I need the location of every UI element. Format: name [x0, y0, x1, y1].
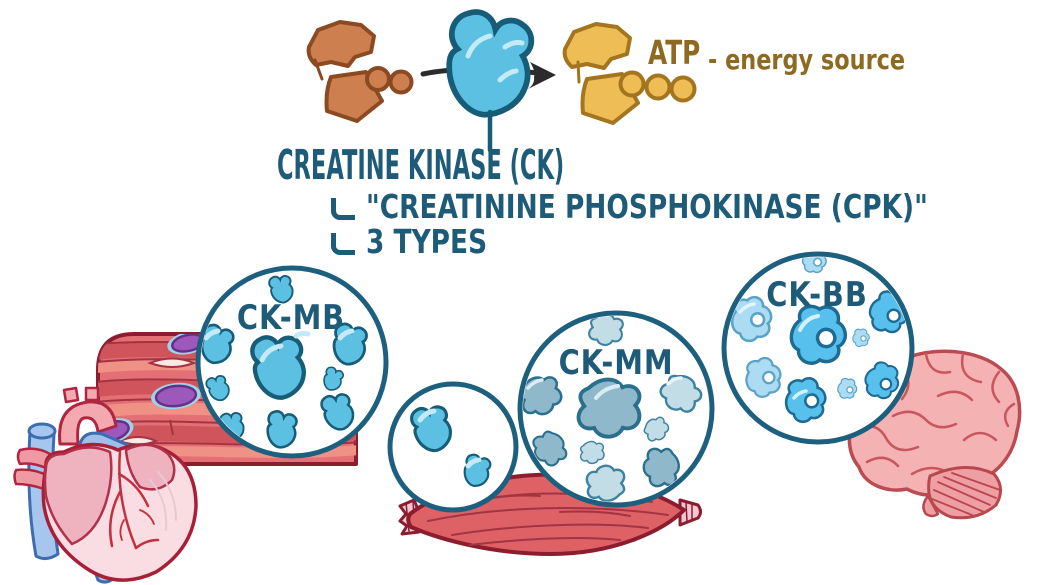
heart-icon: [13, 386, 198, 584]
ck-bb-lens: [721, 251, 915, 445]
enzyme-blob-icon: [441, 9, 536, 153]
ck-mm-lens: [517, 310, 715, 508]
page-title: CREATINE KINASE (CK): [277, 141, 565, 189]
atp-molecule-icon: [562, 22, 697, 125]
elbow-connector-icon: [331, 233, 355, 255]
ck-mb-label: CK-MB: [236, 298, 346, 338]
ck-mb-lens: [195, 265, 389, 459]
ck-mm-label: CK-MM: [558, 343, 674, 383]
ck-bb-label: CK-BB: [766, 275, 868, 315]
elbow-connector-icon: [331, 198, 355, 220]
types-line: 3 TYPES: [331, 225, 517, 258]
atp-label: ATP: [648, 33, 701, 72]
enzyme-detail-lens: [387, 381, 519, 513]
alias-line: "CREATININE PHOSPHOKINASE (CPK)": [331, 190, 1044, 223]
creatine-phosphate-molecule-icon: [306, 20, 414, 123]
types-text: 3 TYPES: [366, 222, 488, 261]
alias-text: "CREATININE PHOSPHOKINASE (CPK)": [366, 187, 928, 226]
atp-energy-note: - energy source: [708, 43, 906, 76]
